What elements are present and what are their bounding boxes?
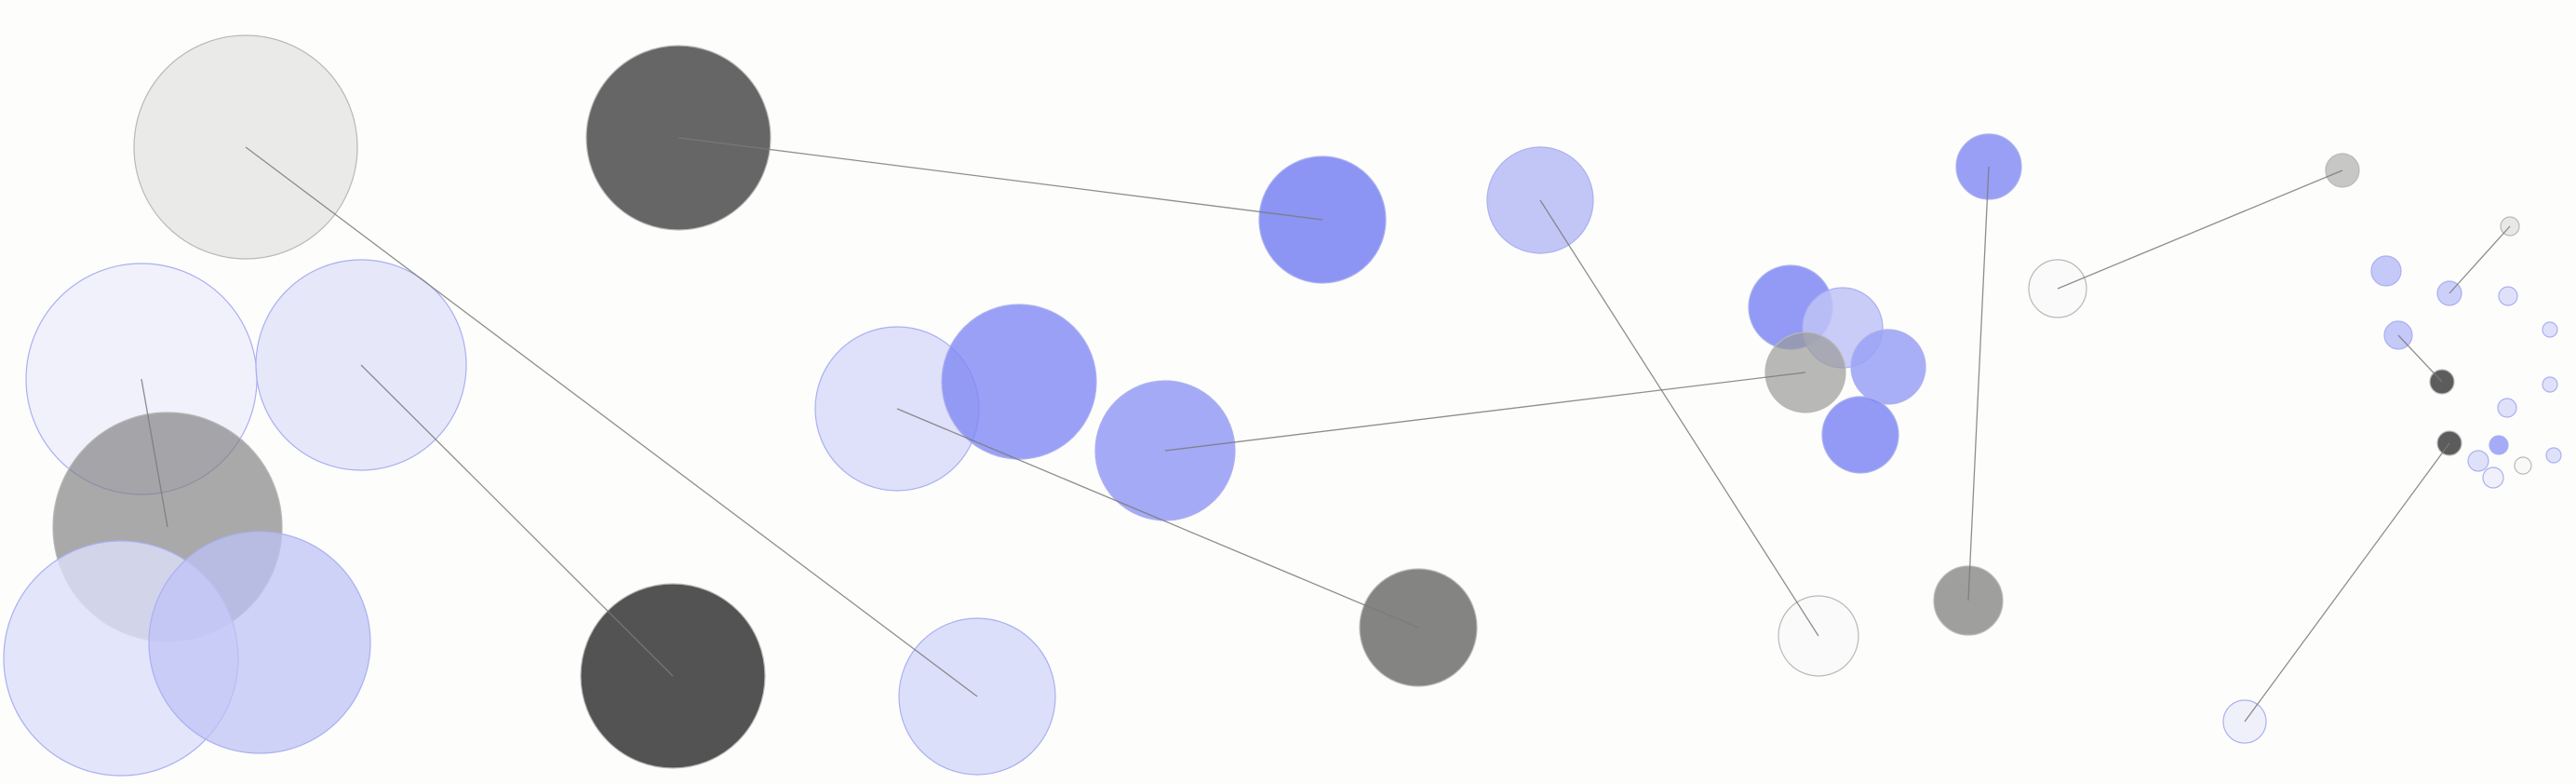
circle-tiny-blue-5 <box>2489 435 2509 455</box>
circle-tiny-blue-4 <box>2497 398 2517 418</box>
circle-tiny-lilac <box>2482 466 2504 489</box>
connector-line-8 <box>1967 166 1990 602</box>
circle-tiny-white <box>2514 456 2532 475</box>
circle-soft-blue-1 <box>148 531 371 754</box>
circle-blue-1 <box>941 304 1097 460</box>
connector-line-5 <box>896 408 1419 629</box>
connector-line-4 <box>141 378 168 528</box>
connector-line-10 <box>2449 225 2511 294</box>
connector-line-1 <box>245 146 978 697</box>
circle-small-blue-1 <box>2370 255 2402 287</box>
circle-tiny-blue-7 <box>2467 450 2489 472</box>
circle-blue-5 <box>1850 329 1926 405</box>
circle-tiny-blue-2 <box>2542 321 2558 338</box>
connector-line-9 <box>2057 169 2343 290</box>
connector-line-6 <box>1164 372 1806 452</box>
connector-line-11 <box>2397 334 2443 383</box>
circle-tiny-blue-6 <box>2545 447 2562 464</box>
connector-line-7 <box>1539 199 1819 637</box>
connector-line-12 <box>2244 442 2450 723</box>
circle-blue-6 <box>1821 396 1899 474</box>
connector-line-2 <box>678 137 1323 221</box>
circle-tiny-blue-1 <box>2498 286 2518 306</box>
connector-line-3 <box>360 364 674 677</box>
circle-tiny-blue-3 <box>2542 376 2558 393</box>
links-layer <box>141 137 2511 723</box>
